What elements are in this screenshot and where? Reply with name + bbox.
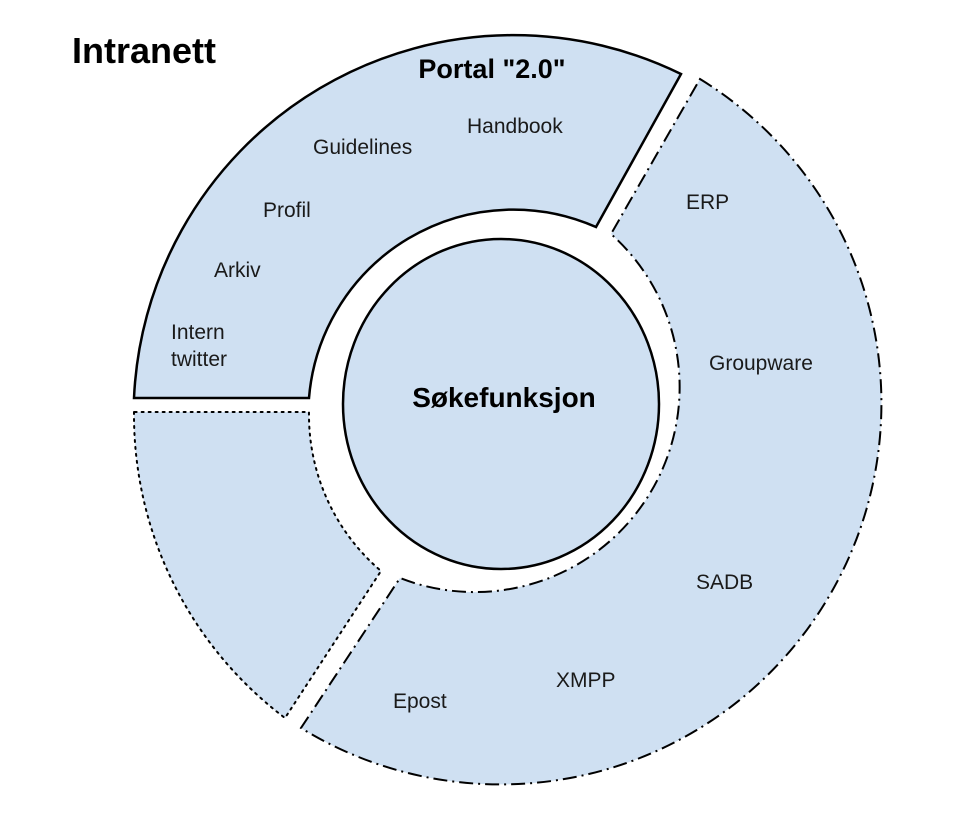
portal-item-arkiv: Arkiv xyxy=(214,259,261,282)
center-label: Søkefunksjon xyxy=(412,382,596,413)
page-title: Intranett xyxy=(72,30,216,71)
systems-segment xyxy=(299,77,883,786)
center-circle xyxy=(341,237,661,571)
empty-segment xyxy=(132,411,383,720)
system-item-epost: Epost xyxy=(393,690,447,713)
system-item-erp: ERP xyxy=(686,191,729,214)
system-item-sadb: SADB xyxy=(696,571,753,594)
system-item-xmpp: XMPP xyxy=(556,669,616,692)
portal-heading: Portal "2.0" xyxy=(418,54,565,84)
portal-segment xyxy=(132,33,683,400)
portal-item-profil: Profil xyxy=(263,199,311,222)
portal-item-twitter: twitter xyxy=(171,348,227,371)
portal-item-intern: Intern xyxy=(171,321,225,344)
system-item-groupware: Groupware xyxy=(709,352,813,375)
portal-item-guidelines: Guidelines xyxy=(313,136,412,159)
portal-item-handbook: Handbook xyxy=(467,115,563,138)
